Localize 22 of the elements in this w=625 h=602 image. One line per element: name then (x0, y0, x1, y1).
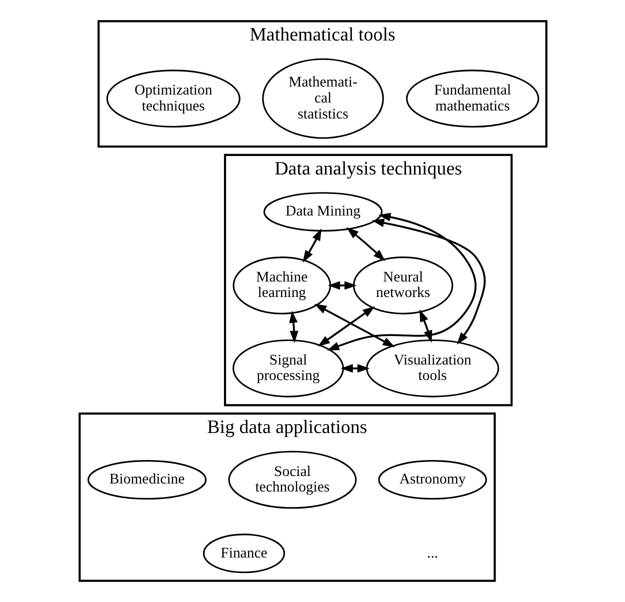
arrow (327, 281, 356, 290)
node-ellipse: Neural networks (352, 256, 453, 314)
arrow (317, 306, 374, 347)
node-ellipse: Data Mining (262, 192, 382, 232)
node-ellipse: Mathemati- cal statistics (262, 58, 384, 139)
node-ellipse: Visualization tools (366, 339, 499, 398)
arrow (314, 304, 395, 348)
arrow (371, 218, 486, 345)
node-ellipse: Optimization techniques (106, 70, 240, 128)
arrow (288, 310, 298, 344)
arrow (326, 212, 476, 351)
node-ellipse: Biomedicine (87, 460, 206, 500)
node-ellipse: Signal processing (232, 339, 344, 398)
arrow (346, 227, 385, 262)
label: ... (426, 545, 438, 562)
node-ellipse: Finance (202, 534, 285, 574)
arrow (418, 309, 432, 343)
node-ellipse: Fundamental mathematics (406, 70, 539, 128)
node-ellipse: Astronomy (378, 460, 486, 500)
node-ellipse: Social technologies (228, 450, 356, 509)
arrow (302, 228, 322, 263)
arrow (340, 364, 370, 373)
